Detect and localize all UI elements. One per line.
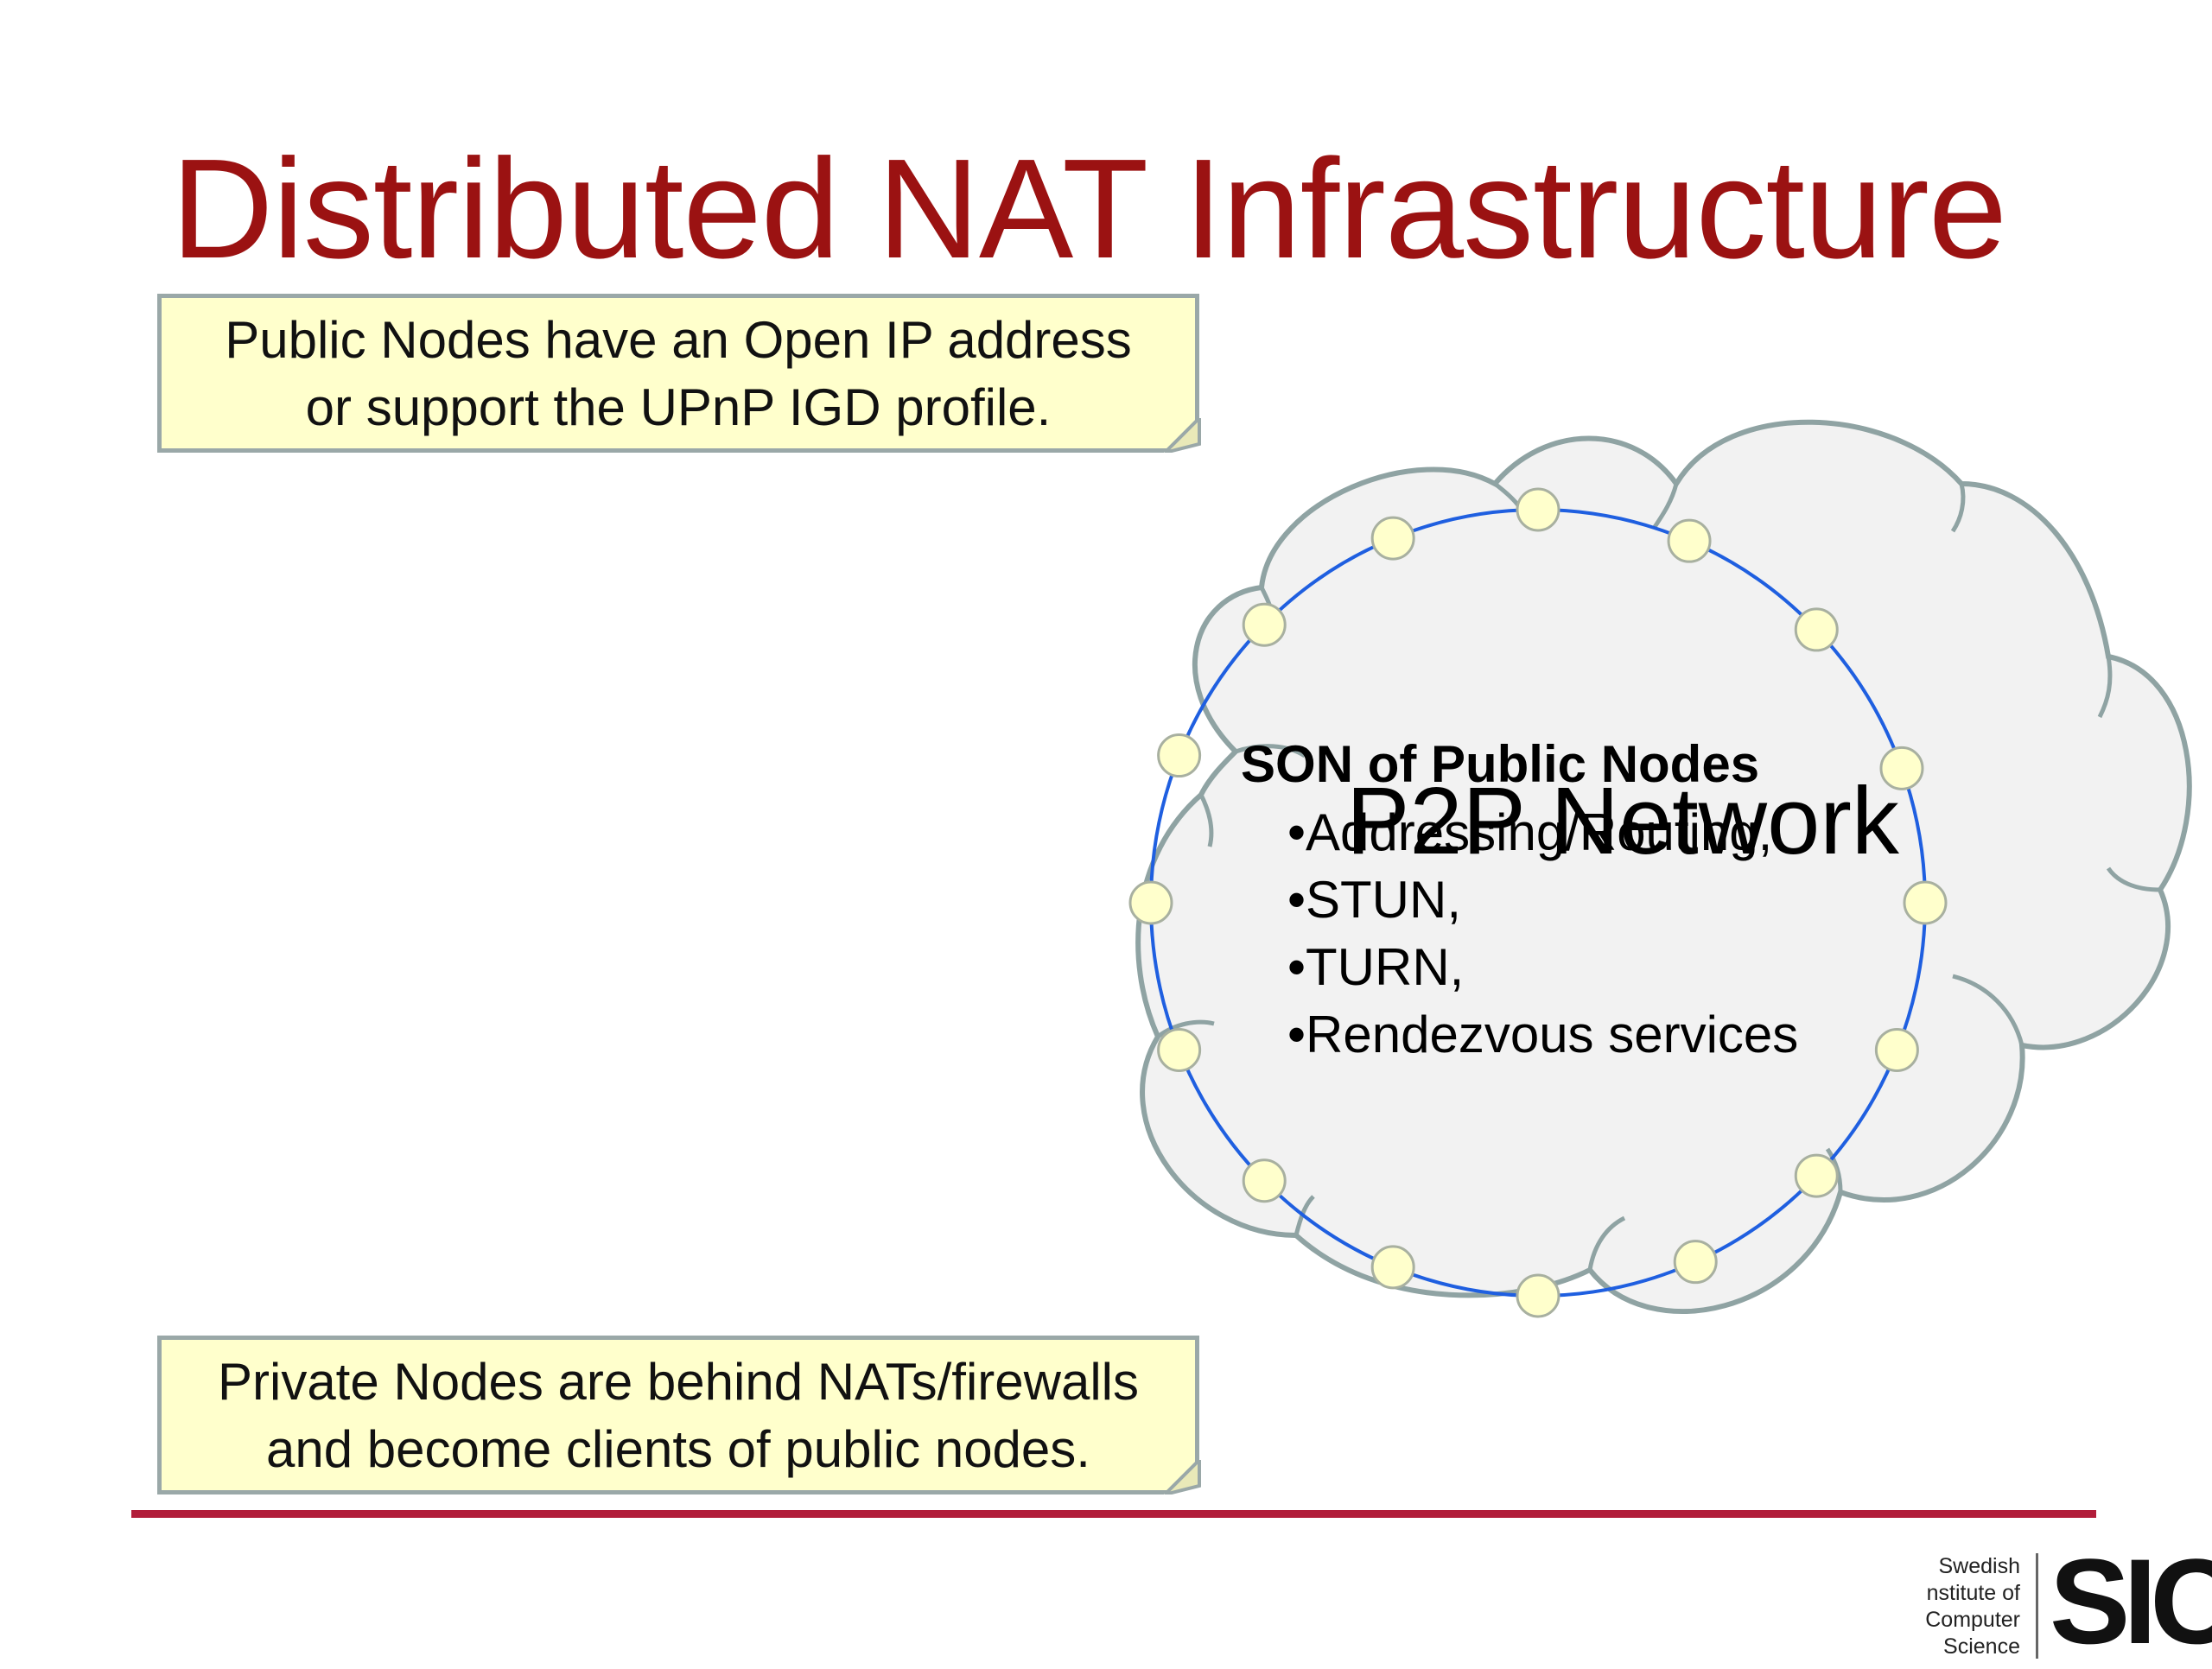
public-note-line-1: Public Nodes have an Open IP address [225, 311, 1132, 369]
private-note-fold [1165, 1460, 1201, 1494]
public-node [1157, 733, 1202, 778]
private-nodes-note: Private Nodes are behind NATs/firewalls … [157, 1336, 1199, 1494]
son-public-nodes [1128, 487, 1948, 1318]
logo-separator [2036, 1553, 2038, 1659]
public-note-fold [1165, 418, 1201, 453]
logo-line: Science [1943, 1634, 2020, 1659]
public-node [1903, 880, 1948, 925]
logo-line: Computer [1925, 1608, 2020, 1632]
service-item: Addressing/Routing, [1287, 799, 1798, 866]
private-note-line-1: Private Nodes are behind NATs/firewalls [217, 1353, 1140, 1411]
sics-logo: Swedish nstitute of Computer Science SIC… [1823, 1541, 2212, 1662]
public-node [1794, 1153, 1839, 1198]
public-node [1667, 518, 1712, 563]
public-note-line-2: or support the UPnP IGD profile. [305, 378, 1052, 436]
public-node [1794, 607, 1839, 652]
public-node [1874, 1027, 1919, 1072]
public-node [1157, 1027, 1202, 1072]
public-node [1516, 487, 1560, 532]
service-item: STUN, [1287, 866, 1798, 934]
sics-logo-text: Swedish nstitute of Computer Science [1925, 1553, 2020, 1660]
public-node [1516, 1273, 1560, 1318]
logo-line: nstitute of [1926, 1581, 2020, 1605]
private-note-line-2: and become clients of public nodes. [266, 1420, 1090, 1478]
public-node [1242, 1158, 1287, 1203]
sics-logo-mark: SICS [2050, 1533, 2212, 1669]
service-item: TURN, [1287, 934, 1798, 1001]
public-node [1879, 746, 1924, 790]
public-node [1673, 1240, 1718, 1285]
public-node [1370, 1245, 1415, 1290]
service-item: Rendezvous services [1287, 1001, 1798, 1069]
son-services-list: Addressing/Routing, STUN, TURN, Rendezvo… [1287, 799, 1798, 1069]
slide-title: Distributed NAT Infrastructure [171, 130, 2007, 288]
public-nodes-note: Public Nodes have an Open IP address or … [157, 294, 1199, 453]
public-node [1242, 602, 1287, 647]
logo-line: Swedish [1938, 1554, 2021, 1578]
public-node [1370, 516, 1415, 561]
public-node [1128, 880, 1173, 925]
footer-rule [131, 1510, 2096, 1518]
son-title: SON of Public Nodes [1241, 735, 1760, 793]
